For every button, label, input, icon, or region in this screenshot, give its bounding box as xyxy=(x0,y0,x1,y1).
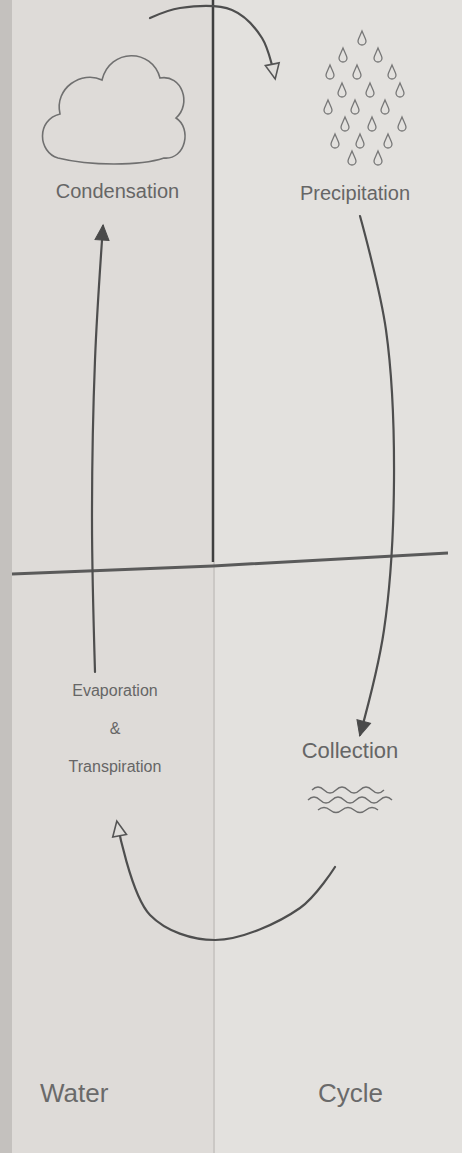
rain-drop xyxy=(341,117,349,131)
stage-name: Condensation xyxy=(56,176,179,206)
title-word: Water xyxy=(40,1078,108,1109)
rain-drop xyxy=(358,31,366,45)
water-waves xyxy=(318,808,378,813)
rain-drop xyxy=(339,48,347,62)
stage-name: Evaporation & Transpiration xyxy=(69,672,162,786)
rain-drop xyxy=(324,100,332,114)
rain-drop xyxy=(374,48,382,62)
rain-drop xyxy=(368,117,376,131)
rain-drop xyxy=(381,100,389,114)
stage-name: Precipitation xyxy=(300,178,410,208)
rain-drop xyxy=(348,151,356,165)
rain-drop xyxy=(366,83,374,97)
cycle-arrow xyxy=(117,822,335,940)
water-waves xyxy=(308,797,392,803)
stage-node: Precipitation xyxy=(275,22,435,216)
rain-drop xyxy=(351,100,359,114)
title-word: Cycle xyxy=(318,1078,383,1109)
rain-drop xyxy=(326,65,334,79)
fold-line xyxy=(12,553,448,574)
fold-line xyxy=(212,0,215,562)
paper-right-half xyxy=(214,0,462,1153)
rain-drop xyxy=(374,151,382,165)
rain-drop xyxy=(356,134,364,148)
water-waves xyxy=(312,787,384,793)
cycle-arrow xyxy=(150,6,275,78)
rain-drop xyxy=(353,65,361,79)
fold-crease xyxy=(213,562,215,1153)
paper-edge xyxy=(0,0,12,1153)
stage-node: Evaporation & Transpiration xyxy=(45,672,185,822)
cloud-sketch xyxy=(43,56,186,164)
stage-name: Collection xyxy=(302,735,399,767)
cycle-arrow xyxy=(360,216,394,735)
rain-drop xyxy=(331,134,339,148)
rain-drop xyxy=(396,83,404,97)
stage-node: Collection xyxy=(280,735,420,867)
stage-node: Condensation xyxy=(35,18,200,226)
rain-drop xyxy=(384,134,392,148)
cycle-arrow xyxy=(92,226,103,672)
rain-drop xyxy=(338,83,346,97)
rain-drop xyxy=(398,117,406,131)
rain-drop xyxy=(388,65,396,79)
